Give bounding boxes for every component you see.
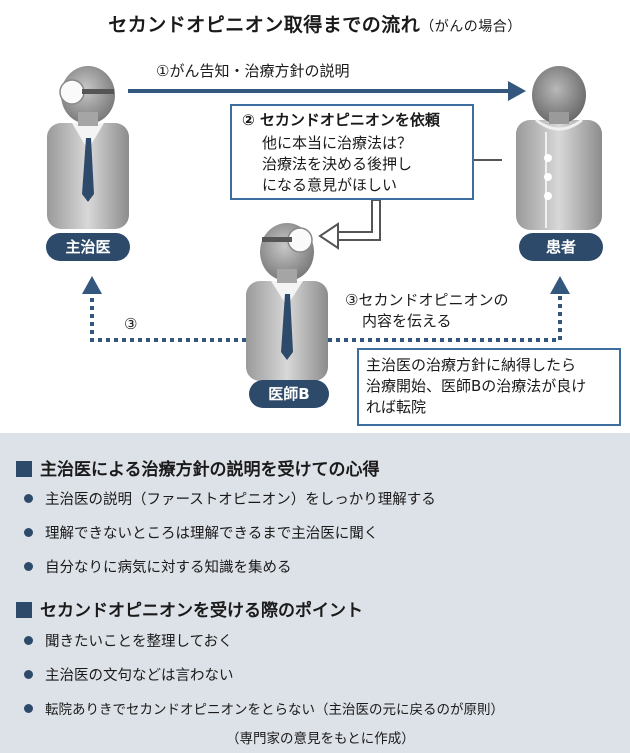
bullet-icon — [24, 704, 33, 713]
section-1-item-1: 主治医の説明（ファーストオピニオン）をしっかり理解する — [24, 488, 436, 509]
arrow-step3 — [82, 276, 570, 342]
bullet-icon — [24, 670, 33, 679]
step3-right-line-1: ③セカンドオピニオンの — [345, 291, 509, 309]
patient-figure — [516, 66, 602, 230]
doctor-figure — [47, 66, 129, 229]
bullet-icon — [24, 562, 33, 571]
bullet-icon — [24, 528, 33, 537]
section-2-item-1: 聞きたいことを整理しておく — [24, 630, 233, 651]
step2-line-2: 治療法を決める後押し — [262, 155, 413, 173]
square-bullet-icon — [16, 602, 32, 618]
bullet-icon — [24, 494, 33, 503]
section-2-item-2: 主治医の文句などは言わない — [24, 664, 234, 685]
step2-title: ② セカンドオピニオンを依頼 — [242, 111, 440, 129]
step2-callout: ② セカンドオピニオンを依頼 他に本当に治療法は？ 治療法を決める後押し になる… — [230, 104, 474, 200]
diagram-title: セカンドオピニオン取得までの流れ（がんの場合） — [0, 10, 630, 37]
step3-right-line-2: 内容を伝える — [362, 312, 452, 330]
patient-badge: 患者 — [519, 233, 603, 261]
tips-panel: 主治医による治療方針の説明を受けての心得 主治医の説明（ファーストオピニオン）を… — [0, 433, 630, 753]
bullet-icon — [24, 636, 33, 645]
note-line-1: 主治医の治療方針に納得したら — [366, 356, 577, 374]
section-2-title: セカンドオピニオンを受ける際のポイント — [16, 596, 363, 621]
doctor-badge: 主治医 — [46, 233, 130, 261]
section-1-item-2: 理解できないところは理解できるまで主治医に聞く — [24, 522, 378, 543]
step3-left-label: ③ — [124, 315, 138, 333]
step2-line-3: になる意見がほしい — [262, 176, 398, 194]
arrow-step1 — [128, 81, 526, 101]
step1-label: ①がん告知・治療方針の説明 — [156, 62, 350, 80]
diagram-graphics — [47, 66, 602, 381]
note-box: 主治医の治療方針に納得したら 治療開始、医師Bの治療法が良け れば転院 — [357, 348, 621, 426]
square-bullet-icon — [16, 461, 32, 477]
source-note: （専門家の意見をもとに作成） — [226, 731, 415, 747]
doctor-b-figure — [246, 223, 328, 381]
title-sub: （がんの場合） — [420, 19, 522, 35]
doctor-b-badge: 医師B — [249, 380, 329, 408]
title-main: セカンドオピニオン取得までの流れ — [108, 14, 421, 36]
step2-line-1: 他に本当に治療法は？ — [262, 134, 413, 152]
section-1-item-3: 自分なりに病気に対する知識を集める — [24, 556, 292, 577]
section-1-title: 主治医による治療方針の説明を受けての心得 — [16, 455, 380, 480]
note-line-2: 治療開始、医師Bの治療法が良け — [366, 377, 587, 395]
section-2-item-3: 転院ありきでセカンドオピニオンをとらない（主治医の元に戻るのが原則） — [24, 698, 504, 718]
note-line-3: れば転院 — [366, 398, 427, 416]
